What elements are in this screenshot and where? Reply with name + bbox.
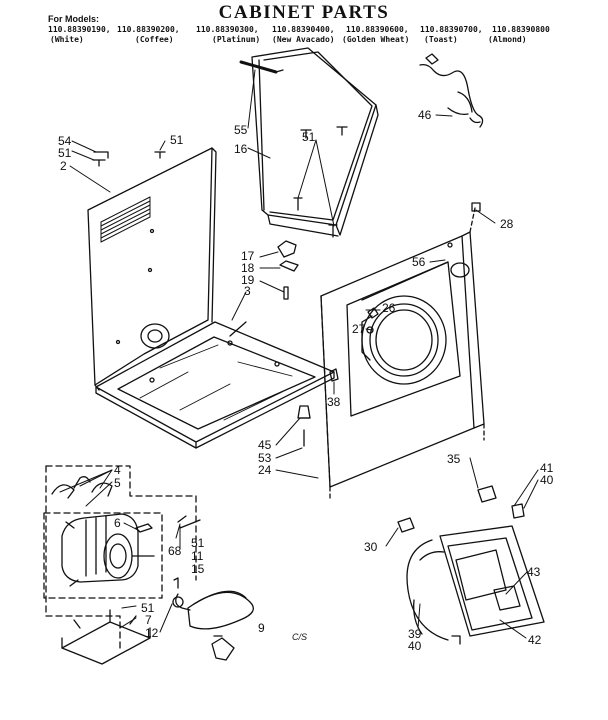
models-heading: For Models:	[48, 14, 99, 24]
callout-16: 16	[234, 142, 248, 156]
motor-area-outline	[44, 466, 196, 652]
callout-5: 5	[114, 476, 121, 490]
callout-6: 6	[114, 516, 121, 530]
callout-51: 51	[58, 146, 72, 160]
page-title: CABINET PARTS	[218, 2, 390, 23]
door-hardware	[298, 308, 378, 446]
callout-28: 28	[500, 217, 514, 231]
top-panel	[241, 48, 378, 236]
model-color: (New Avacado)	[272, 35, 335, 44]
callout-39: 39	[408, 627, 422, 641]
model-number: 110.88390800	[492, 25, 550, 34]
model-number: 110.88390600,	[346, 25, 409, 34]
motor-clips	[52, 477, 200, 588]
callout-12: 12	[145, 626, 159, 640]
motor-mount	[62, 610, 150, 664]
callout-51: 51	[191, 536, 205, 550]
model-color: (White)	[50, 35, 84, 44]
base	[96, 322, 334, 448]
callout-18: 18	[241, 261, 255, 275]
model-color: (Almond)	[488, 35, 527, 44]
callout-55: 55	[234, 123, 248, 137]
callout-40: 40	[408, 639, 422, 653]
model-color: (Toast)	[424, 35, 458, 44]
callout-19: 19	[241, 273, 255, 287]
callout-43: 43	[527, 565, 541, 579]
motor	[62, 514, 154, 586]
model-number: 110.88390200,	[117, 25, 180, 34]
footnote-code: C/S	[292, 632, 308, 642]
bracket-assembly	[278, 241, 298, 299]
model-number: 110.88390400,	[272, 25, 335, 34]
rear-screws	[93, 152, 165, 166]
callout-24: 24	[258, 463, 272, 477]
callout-41: 41	[540, 461, 554, 475]
rear-panel	[88, 148, 216, 390]
callout-42: 42	[528, 633, 542, 647]
callout-68: 68	[168, 544, 182, 558]
callout-27: 27	[352, 322, 366, 336]
callout-3: 3	[244, 284, 251, 298]
callout-51: 51	[141, 601, 155, 615]
callout-46: 46	[418, 108, 432, 122]
model-color: (Coffee)	[135, 35, 174, 44]
callout-40: 40	[540, 473, 554, 487]
callout-11: 11	[191, 549, 204, 563]
callout-35: 35	[447, 452, 461, 466]
door-assembly	[398, 486, 544, 644]
callout-38: 38	[327, 395, 341, 409]
callout-17: 17	[241, 249, 255, 263]
callout-2: 2	[60, 159, 67, 173]
model-color: (Golden Wheat)	[342, 35, 410, 44]
leader-lines	[60, 70, 538, 638]
callout-15: 15	[191, 562, 205, 576]
belt-and-pulley	[173, 591, 253, 660]
callout-45: 45	[258, 438, 272, 452]
callout-4: 4	[114, 463, 121, 477]
front-panel	[321, 203, 484, 500]
callout-53: 53	[258, 451, 272, 465]
model-number: 110.88390190,	[48, 25, 111, 34]
callout-54: 54	[58, 134, 72, 148]
callout-51: 51	[170, 133, 184, 147]
model-number: 110.88390700,	[420, 25, 483, 34]
top-screws	[294, 127, 347, 237]
model-color: (Platinum)	[212, 35, 261, 44]
callout-56: 56	[412, 255, 426, 269]
callout-7: 7	[145, 613, 152, 627]
callout-51: 51	[302, 130, 316, 144]
callout-26: 26	[382, 301, 396, 315]
callout-30: 30	[364, 540, 378, 554]
model-number: 110.88390300,	[196, 25, 259, 34]
power-cord	[420, 54, 483, 127]
callout-9: 9	[258, 621, 265, 635]
